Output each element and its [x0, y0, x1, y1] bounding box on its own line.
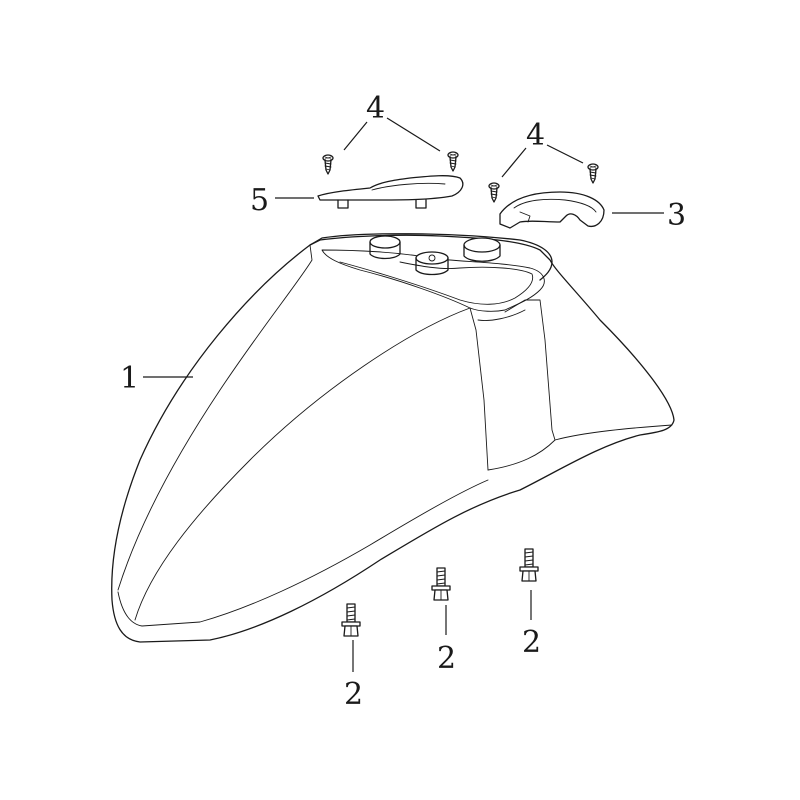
fender-bottom-edge: [117, 479, 489, 627]
cover-plate-tab-left: [337, 199, 349, 209]
callout-4-a: 4: [366, 91, 385, 126]
screw-4-a: [322, 154, 334, 175]
fender-side-crease-2: [117, 244, 313, 591]
leader-4-a2: [386, 117, 441, 152]
screw-4-d: [587, 163, 599, 184]
front-fender: [111, 233, 675, 643]
screw-4-c: [488, 182, 500, 203]
fender-top-rim: [309, 233, 553, 281]
leader-4-b2: [546, 144, 584, 164]
leader-4-b1: [501, 147, 527, 178]
fender-center-ridge-3: [477, 309, 526, 321]
fender-mount-boss-2: [463, 237, 501, 262]
fender-mount-boss-3: [415, 251, 449, 276]
fender-tray-floor: [339, 261, 534, 305]
clip-bracket-slot: [519, 211, 531, 223]
cover-plate-tab-right: [415, 199, 427, 209]
fender-outer-body: [111, 234, 675, 643]
clip-bracket: [499, 191, 605, 229]
bolt-2-b: [431, 567, 451, 601]
fender-center-ridge: [469, 307, 489, 471]
leader-4-a1: [343, 121, 368, 151]
bolt-2-a: [341, 603, 361, 637]
fender-side-crease: [134, 307, 471, 621]
cover-plate: [317, 175, 464, 209]
cover-plate-body: [317, 175, 464, 201]
callout-1: 1: [120, 361, 139, 396]
callout-3: 3: [667, 198, 686, 233]
fender-center-ridge-2: [504, 299, 556, 441]
leader-lines: [143, 117, 664, 672]
callout-2-b: 2: [437, 641, 456, 676]
callout-5: 5: [250, 183, 269, 218]
fender-mount-boss-1: [369, 235, 401, 260]
screw-4-b: [447, 151, 459, 172]
callout-labels: 1 2 2 2 3 4 4 5: [120, 91, 686, 712]
callout-4-b: 4: [526, 118, 545, 153]
callout-2-a: 2: [344, 677, 363, 712]
fender-lower-front: [487, 424, 673, 471]
callout-2-c: 2: [522, 625, 541, 660]
clip-bracket-body: [499, 191, 605, 229]
cover-plate-ridge: [371, 182, 446, 191]
bolt-2-c: [519, 548, 539, 582]
clip-bracket-inner: [513, 198, 597, 213]
